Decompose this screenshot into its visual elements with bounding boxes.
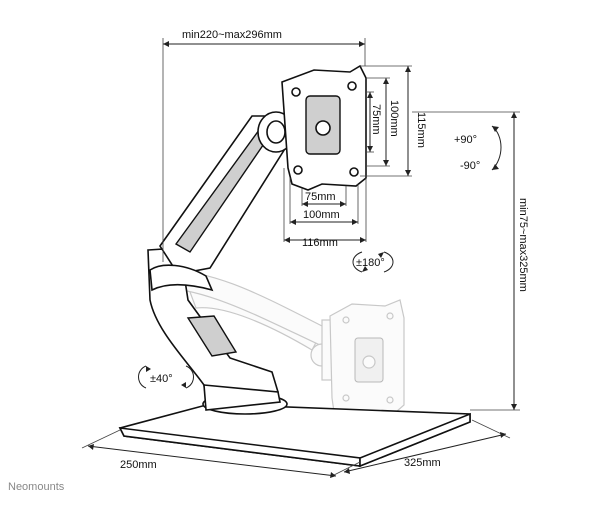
arm-reach-label: min220~max296mm (182, 29, 282, 41)
dimension-arm-reach: min220~max296mm (162, 29, 366, 262)
vesa-height-outer-label: 115mm (415, 112, 427, 148)
vesa-plate (281, 64, 367, 191)
dimension-height-range: min75~max325mm (412, 111, 529, 411)
tilt-up-label: +90° (454, 134, 477, 146)
vesa-width-mid-label: 100mm (303, 209, 340, 221)
dimension-base-width: 325mm (343, 419, 511, 474)
brand-logo: Neomounts (8, 481, 65, 493)
base-width-label: 325mm (404, 457, 441, 469)
vesa-height-mid-label: 100mm (388, 100, 400, 137)
dimension-vesa-heights: 115mm 100mm 75mm (360, 65, 427, 177)
tilt-indicator: +90° -90° (454, 125, 502, 172)
swivel-label: ±180° (356, 257, 385, 269)
height-range-label: min75~max325mm (517, 198, 529, 292)
base-depth-label: 250mm (120, 459, 157, 471)
gas-spring-arm (149, 111, 299, 292)
tilt-down-label: -90° (460, 160, 480, 172)
vesa-width-outer-label: 116mm (302, 237, 338, 249)
swivel-indicator: ±180° (352, 251, 394, 273)
arm-column (147, 247, 281, 411)
ghost-vesa-plate (329, 299, 405, 419)
base-swivel-label: ±40° (150, 373, 173, 385)
dimension-vesa-widths: 75mm 100mm 116mm (283, 168, 367, 249)
base-swivel-indicator: ±40° (138, 365, 194, 389)
ghost-arm-lowered (159, 269, 337, 381)
dimension-base-depth: 250mm (81, 429, 361, 478)
vesa-height-inner-label: 75mm (370, 104, 382, 135)
vesa-width-inner-label: 75mm (305, 191, 336, 203)
